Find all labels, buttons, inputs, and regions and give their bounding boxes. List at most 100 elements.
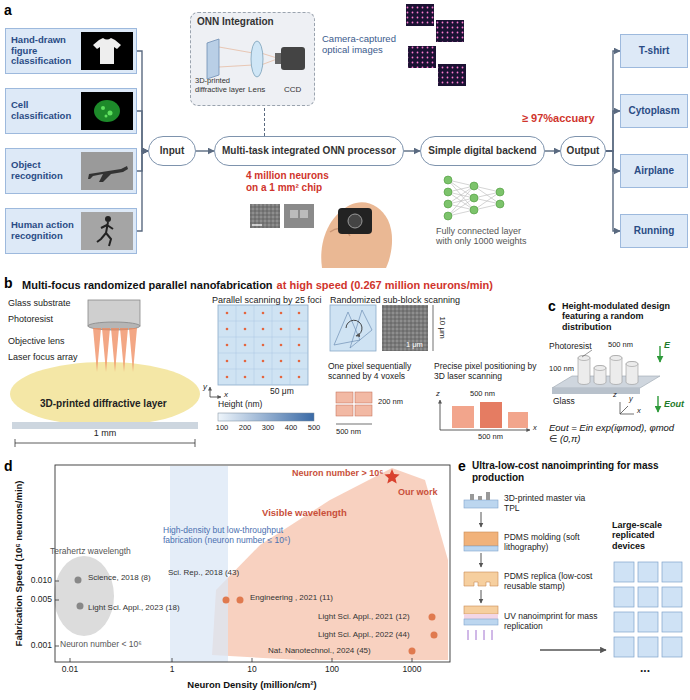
pillar-design-g-path xyxy=(610,356,622,385)
output-box: Running xyxy=(620,214,688,248)
scan-field-g-circle xyxy=(262,312,265,315)
nanoimprint-steps-line xyxy=(481,590,482,603)
sub-block-images-rect xyxy=(355,392,372,403)
replicated-devices-rect xyxy=(614,562,634,582)
part-label: Glass substrate xyxy=(8,298,71,308)
box-text: Human action recognition xyxy=(11,220,78,242)
onn-optics-art-polygon xyxy=(207,39,219,79)
pillar-design-g-ellipse xyxy=(626,362,638,367)
scan-field-g-line xyxy=(290,305,291,385)
equation: Eout = Ein exp(iφmod), φmod ∈ (0,π) xyxy=(549,423,679,445)
field-label: Eout xyxy=(664,399,684,409)
runner-thumbnail-rect xyxy=(81,212,133,250)
flow-arrow xyxy=(606,151,620,231)
region-label: Visible wavelength xyxy=(262,508,347,519)
nanoimprint-steps-g-line xyxy=(484,630,485,640)
speed-density-chart-g-line xyxy=(55,581,59,582)
pillar-design xyxy=(552,346,660,414)
axis-tick: 100 xyxy=(216,424,229,433)
speed-density-chart-g-circle xyxy=(429,614,436,621)
region-label: Neuron number < 10⁶ xyxy=(60,640,142,650)
onn-optics-art-rect xyxy=(281,47,305,70)
annotation: Precise pixel positioning by 3D laser sc… xyxy=(434,362,542,382)
speed-density-chart-circle xyxy=(77,603,84,610)
chip-photo-rect xyxy=(290,210,298,218)
speed-density-chart-rect xyxy=(170,466,228,662)
axis-title: Height (nm) xyxy=(218,400,262,410)
flow-arrow xyxy=(606,51,620,151)
scan-field-g-circle xyxy=(280,312,283,315)
box-text: T-shirt xyxy=(639,45,670,57)
fabrication-setup-line xyxy=(195,439,196,447)
camera-images-rect xyxy=(408,46,436,68)
annotation: Randomized sub-block scanning xyxy=(330,295,460,305)
part-label: 3D-printed diffractive layer xyxy=(40,398,167,410)
scan-field-g-circle xyxy=(226,344,229,347)
panel-letter: b xyxy=(4,275,13,291)
speed-density-chart xyxy=(54,465,450,662)
region-label: High-density but low-throughput fabricat… xyxy=(163,526,313,546)
scan-field-g xyxy=(226,312,301,379)
nanoimprint-steps-rect xyxy=(464,500,498,508)
cell-thumbnail-ellipse xyxy=(94,100,120,122)
tshirt-thumbnail-path xyxy=(93,38,121,64)
fabrication-setup-g-path xyxy=(111,328,119,372)
pixel-positioning-line xyxy=(440,430,530,431)
camera-images-rect xyxy=(438,64,466,86)
axis-tick: 200 xyxy=(239,424,252,433)
axis-tick: 0.01 xyxy=(62,665,79,675)
sub-block-images-line xyxy=(336,424,372,425)
runner-thumbnail-circle xyxy=(105,216,111,222)
data-label: Science, 2018 (8) xyxy=(88,573,151,582)
scan-field-g-circle xyxy=(244,344,247,347)
box-text: Running xyxy=(634,225,675,237)
flow-arrow xyxy=(137,151,148,231)
output-box: Cytoplasm xyxy=(620,94,688,128)
scan-field-line xyxy=(210,387,211,397)
scan-field-g-circle xyxy=(226,360,229,363)
onn-optics-art-g-line xyxy=(219,47,253,53)
flow-arrow xyxy=(137,111,148,151)
runner-thumbnail-path xyxy=(97,222,113,246)
box-text: Simple digital backend xyxy=(428,145,536,157)
speed-density-chart-polygon xyxy=(212,468,448,660)
region-label: Terahertz wavelength xyxy=(50,547,131,557)
scan-field-g-circle xyxy=(298,376,301,379)
nanoimprint-steps-g-line xyxy=(476,630,477,640)
speed-density-chart-g-line xyxy=(55,646,59,647)
replicated-devices-rect xyxy=(614,587,634,607)
dimension: 200 nm xyxy=(378,398,403,407)
fabrication-setup-g-path xyxy=(93,328,101,372)
sub-block-images-rect xyxy=(382,305,428,351)
neural-net-g-circle xyxy=(444,200,452,208)
data-label: Light Sci. Appl., 2023 (18) xyxy=(88,603,180,612)
neural-net-g-circle xyxy=(496,200,504,208)
pillar-design-g xyxy=(578,356,638,385)
chip-photo-line xyxy=(252,224,262,225)
camera-images-rect xyxy=(406,4,434,26)
neural-net-g-circle xyxy=(470,182,478,190)
dimension: 10 μm xyxy=(437,317,446,339)
scan-field-g-circle xyxy=(226,312,229,315)
sub-block-images-line xyxy=(433,305,434,351)
cell-thumbnail-rect xyxy=(81,92,133,130)
speed-density-chart-g xyxy=(223,597,438,655)
scan-field-g-circle xyxy=(280,360,283,363)
speed-density-chart-g-line xyxy=(332,658,333,662)
fabrication-setup-g-path xyxy=(129,328,137,372)
pillar-design-g-path xyxy=(578,356,590,385)
chip-photo-rect xyxy=(300,210,308,218)
axis-tick: 1 xyxy=(170,665,175,675)
scan-field-g-circle xyxy=(262,376,265,379)
nanoimprint-steps-line xyxy=(540,649,606,650)
part-label: 3D-printed diffractive layer xyxy=(195,77,257,94)
flow-arrow xyxy=(264,106,265,136)
pillar-design-line xyxy=(657,396,658,412)
fabrication-setup-ellipse xyxy=(10,362,200,426)
pillar-design-g-path xyxy=(594,366,606,385)
scan-field-g-circle xyxy=(280,328,283,331)
airplane-thumbnail-path xyxy=(88,166,128,182)
panel-letter: e xyxy=(458,458,466,474)
chip-photo-path xyxy=(321,202,392,268)
speed-density-chart-ellipse xyxy=(54,556,114,636)
